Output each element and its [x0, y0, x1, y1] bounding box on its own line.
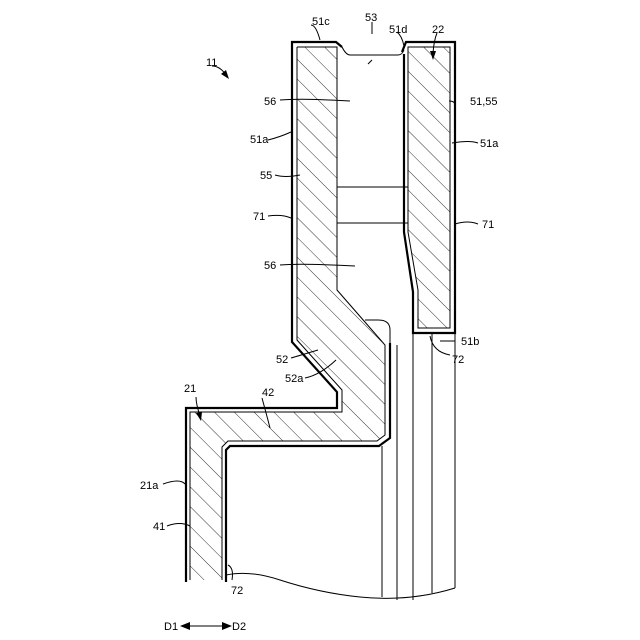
direction-arrow	[180, 622, 232, 630]
label-51a-left: 51a	[250, 134, 269, 146]
break-line	[226, 573, 455, 598]
label-52: 52	[276, 354, 288, 366]
label-52a: 52a	[285, 373, 304, 385]
label-71-right: 71	[482, 219, 494, 231]
label-51c: 51c	[312, 16, 330, 28]
label-71-left: 71	[253, 211, 265, 223]
label-51-55: 51,55	[470, 96, 498, 108]
label-21a: 21a	[140, 480, 159, 492]
label-51b: 51b	[461, 336, 479, 348]
label-72-right: 72	[452, 354, 464, 366]
left-block-hatched	[190, 47, 385, 580]
direction-label-d2: D2	[232, 621, 246, 633]
label-11: 11	[206, 57, 217, 69]
bore-top-rim	[342, 47, 404, 55]
label-56-top: 56	[264, 96, 276, 108]
label-42: 42	[262, 387, 274, 399]
label-53: 53	[365, 12, 377, 24]
label-55: 55	[260, 170, 272, 182]
label-56-bottom: 56	[264, 260, 276, 272]
label-51d: 51d	[389, 24, 407, 36]
direction-label-d1: D1	[164, 621, 178, 633]
label-21: 21	[184, 383, 196, 395]
label-51a-right: 51a	[480, 138, 499, 150]
label-72-bottom: 72	[231, 585, 243, 597]
right-block-hatched	[408, 47, 450, 328]
label-22: 22	[432, 24, 444, 36]
label-41: 41	[153, 521, 165, 533]
